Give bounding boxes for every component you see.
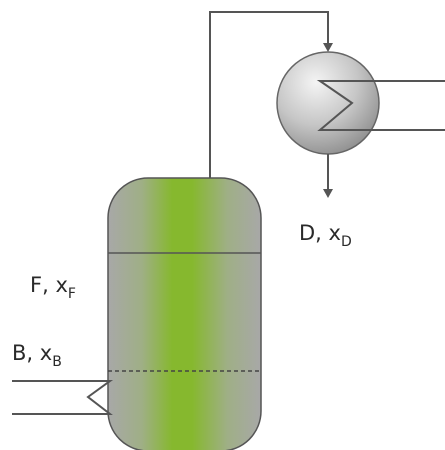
bottoms-label: B, xB	[12, 341, 62, 370]
distillation-column	[107, 177, 262, 450]
composition-symbol: x	[329, 221, 341, 245]
label-separator: ,	[26, 341, 39, 365]
label-separator: ,	[42, 273, 55, 297]
reboiler	[12, 380, 114, 415]
condenser-icon	[276, 51, 380, 155]
reboiler-icon	[12, 380, 114, 415]
feed-label: F, xF	[30, 273, 76, 302]
feed-name: F	[30, 273, 42, 297]
bottoms-subscript: B	[52, 354, 62, 370]
condenser-coil	[316, 80, 445, 131]
condenser	[276, 51, 445, 155]
distillate-name: D	[299, 221, 315, 245]
distillate-label: D, xD	[299, 221, 352, 250]
distillate-subscript: D	[341, 234, 352, 250]
arrow-down-icon	[323, 189, 333, 198]
arrow-down-icon	[323, 43, 333, 52]
label-separator: ,	[315, 221, 328, 245]
feed-subscript: F	[68, 286, 76, 302]
composition-symbol: x	[55, 273, 67, 297]
composition-symbol: x	[40, 341, 52, 365]
bottoms-name: B	[12, 341, 26, 365]
vapor-line	[209, 11, 329, 181]
